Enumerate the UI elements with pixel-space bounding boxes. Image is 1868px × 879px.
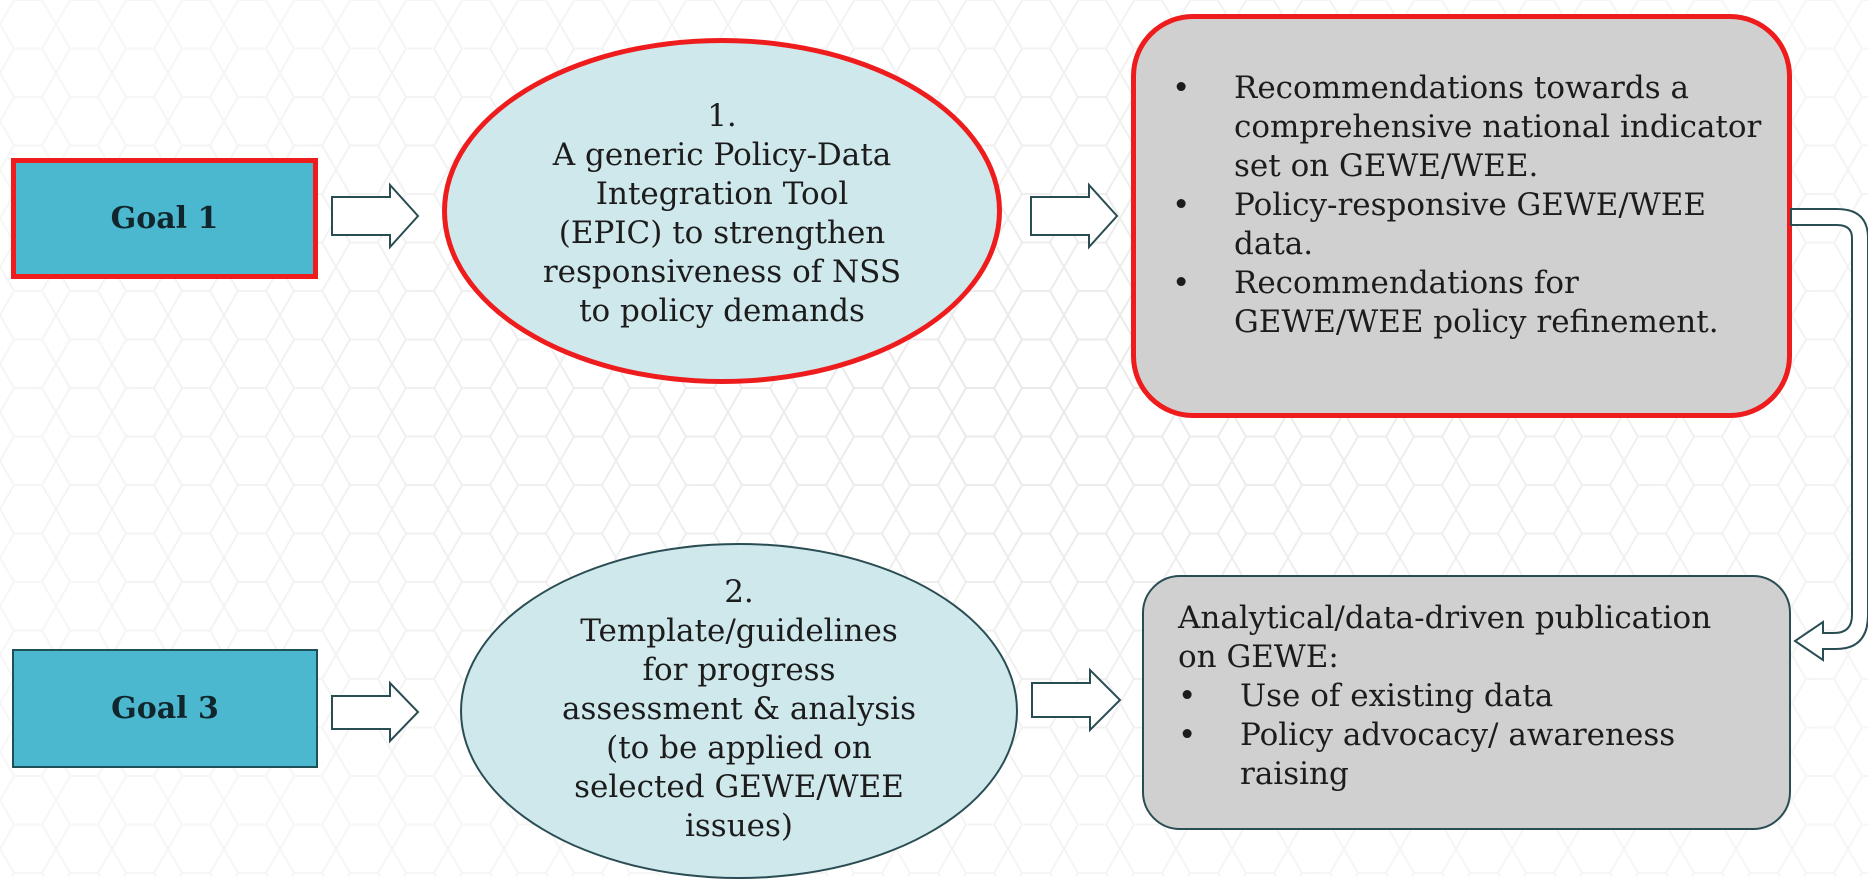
tool-2-line: 2. [724, 573, 754, 610]
tool-2-line: (to be applied on [606, 729, 872, 766]
outputs-box-1: • Recommendations towards a comprehensiv… [1131, 14, 1792, 418]
outputs-2-heading: Analytical/data-driven publication on GE… [1178, 600, 1712, 675]
outputs-1-item-text: Recommendations towards a comprehensive … [1234, 70, 1762, 184]
tool-1-line: responsiveness of NSS [542, 254, 902, 290]
outputs-1-list: • Recommendations towards a comprehensiv… [1172, 69, 1767, 342]
tool-1-ellipse: 1. A generic Policy-Data Integration Too… [442, 38, 1002, 384]
outputs-1-item: • Recommendations for GEWE/WEE policy re… [1172, 264, 1767, 342]
tool-2-line: for progress [642, 651, 836, 688]
outputs-2-item: • Use of existing data [1178, 677, 1769, 716]
bullet-icon: • [1172, 70, 1191, 106]
outputs-2-list: • Use of existing data • Policy advocacy… [1178, 677, 1769, 794]
elbow-arrow-icon [1790, 208, 1868, 662]
arrow-right-icon [1031, 667, 1122, 733]
goal-3-box: Goal 3 [12, 649, 318, 768]
bullet-icon: • [1172, 187, 1191, 223]
tool-1-line: (EPIC) to strengthen [558, 215, 886, 251]
outputs-2-item-text: Use of existing data [1240, 678, 1554, 714]
tool-1-line: to policy demands [579, 293, 865, 329]
tool-2-line: assessment & analysis [561, 690, 917, 727]
outputs-1-item-text: Recommendations for GEWE/WEE policy refi… [1234, 265, 1719, 340]
outputs-1-item: • Policy-responsive GEWE/WEE data. [1172, 186, 1767, 264]
tool-1-line: A generic Policy-Data [552, 137, 892, 173]
bullet-icon: • [1172, 265, 1191, 301]
outputs-2-item: • Policy advocacy/ awareness raising [1178, 716, 1769, 794]
goal-1-label: Goal 1 [110, 201, 219, 236]
tool-2-line: Template/guidelines [580, 612, 898, 649]
tool-2-line: selected GEWE/WEE [574, 768, 904, 805]
goal-1-box: Goal 1 [11, 158, 318, 279]
tool-2-line: issues) [684, 807, 794, 844]
arrow-right-icon [331, 182, 420, 250]
outputs-box-2: Analytical/data-driven publication on GE… [1142, 575, 1791, 830]
outputs-2-item-text: Policy advocacy/ awareness raising [1240, 717, 1676, 792]
outputs-1-item: • Recommendations towards a comprehensiv… [1172, 69, 1767, 186]
outputs-1-item-text: Policy-responsive GEWE/WEE data. [1234, 187, 1706, 262]
tool-1-line: Integration Tool [595, 176, 849, 212]
arrow-right-icon [1030, 182, 1119, 250]
bullet-icon: • [1178, 678, 1197, 714]
arrow-right-icon [331, 680, 420, 744]
bullet-icon: • [1178, 717, 1197, 753]
tool-1-line: 1. [707, 98, 737, 134]
goal-3-label: Goal 3 [111, 691, 219, 726]
